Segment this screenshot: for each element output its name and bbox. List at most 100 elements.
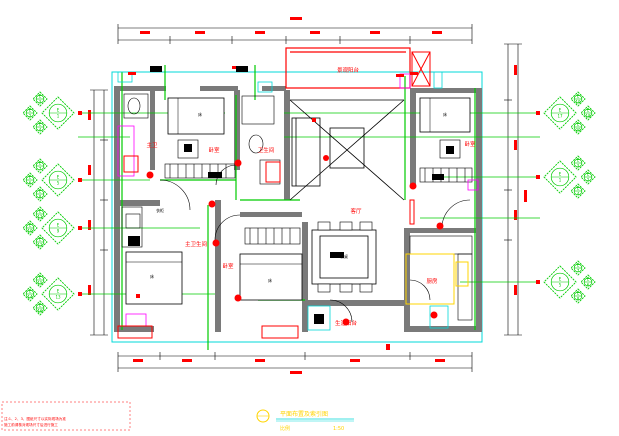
red-fixtures	[117, 51, 431, 339]
index-marker-number: 18	[585, 114, 591, 119]
index-marker-sub: E8	[570, 288, 586, 304]
index-marker-sub: E10	[22, 220, 38, 236]
right-dimension-labels	[514, 65, 527, 295]
scale-value: 1:50	[333, 426, 344, 432]
index-marker-sheet: E	[29, 175, 32, 180]
index-marker-sheet: E	[39, 189, 42, 194]
index-marker-sheet: E	[39, 161, 42, 166]
black-items	[128, 66, 454, 324]
label-balcony-top: 景观阳台	[337, 66, 360, 74]
index-marker-sub: E11	[32, 206, 48, 222]
tag-bed-bottom: 床	[150, 273, 154, 279]
index-marker-sub: E20	[570, 119, 586, 135]
index-marker-number: 10	[27, 229, 33, 234]
index-marker-sub: E6	[580, 274, 596, 290]
index-marker-sheet: E	[587, 277, 590, 282]
room-labels: 景观阳台 主卫 卧室 卫生间 卧室 客厅 主卫生间 卧室 厨房 生活阳台	[146, 66, 476, 327]
wardrobes	[121, 163, 473, 248]
index-marker-number: 17	[557, 114, 563, 119]
top-dimensions	[117, 24, 473, 44]
index-marker-number: 7	[577, 269, 580, 274]
index-marker-number: 6	[587, 283, 590, 288]
bottom-dimension-labels	[133, 359, 445, 374]
dining-chairs	[317, 221, 373, 293]
scale-label: 比例	[280, 425, 290, 432]
index-marker-tag	[536, 111, 540, 115]
index-marker-main: E9	[41, 211, 75, 245]
label-bath-mid: 卫生间	[258, 146, 275, 154]
index-marker-main: E1	[543, 160, 577, 194]
index-marker-sub: E16	[32, 300, 48, 316]
index-marker-sheet: E	[39, 237, 42, 242]
bed-bottom-mid	[239, 253, 303, 301]
index-marker-sub: E8	[32, 186, 48, 202]
index-marker-number: 5	[559, 283, 562, 288]
tag-wardrobe: 衣柜	[156, 207, 164, 213]
bed-pillows	[126, 98, 431, 265]
label-master-bath: 主卫生间	[185, 240, 207, 248]
index-marker-sheet: E	[587, 108, 590, 113]
bed-bottom-left	[125, 251, 183, 305]
index-marker-sheet: E	[57, 175, 60, 180]
index-marker-number: 9	[57, 229, 60, 234]
index-marker-number: 8	[577, 297, 580, 302]
index-marker-sheet: E	[57, 108, 60, 113]
index-marker-number: 13	[55, 295, 61, 300]
index-marker-number: 1	[559, 178, 562, 183]
label-bedroom-left: 卧室	[208, 146, 220, 154]
index-marker-number: 7	[39, 167, 42, 172]
right-dimensions	[504, 43, 522, 336]
beds	[125, 97, 471, 305]
index-marker-sheet: E	[29, 223, 32, 228]
index-marker-number: 15	[37, 281, 43, 286]
index-marker-sheet: E	[29, 108, 32, 113]
index-marker-sheet: E	[577, 186, 580, 191]
bed-top-left	[167, 97, 225, 135]
tag-bed-mid: 床	[268, 277, 272, 283]
index-marker-number: 5	[57, 181, 60, 186]
index-marker-sheet: E	[29, 289, 32, 294]
bed-top-right	[419, 97, 471, 133]
index-marker-sheet: E	[559, 108, 562, 113]
label-living: 客厅	[350, 207, 362, 215]
index-marker-main: E1	[41, 96, 75, 130]
tag-dining-table: 餐桌	[340, 253, 348, 259]
index-marker-number: 14	[27, 295, 33, 300]
index-marker-sub: E19	[570, 91, 586, 107]
furniture-labels: 床 床 床 床 衣柜 餐桌	[150, 111, 447, 283]
notes-box: 注:1、2、3、图纸尺寸以实际现场为准 施工前请核对现场尺寸后进行施工	[1, 401, 131, 431]
index-marker-sheet: E	[57, 289, 60, 294]
label-bedroom-bottom: 卧室	[222, 262, 234, 270]
index-marker-number: 16	[37, 309, 43, 314]
index-marker-sheet: E	[577, 94, 580, 99]
top-balcony	[285, 47, 411, 89]
index-marker-sheet: E	[559, 172, 562, 177]
index-marker-sheet: E	[559, 277, 562, 282]
index-marker-main: E17	[543, 96, 577, 130]
index-marker-number: 2	[29, 114, 32, 119]
label-kitchen: 厨房	[426, 277, 438, 285]
index-markers: E1E2E3E4E5E6E7E8E9E10E11E12E13E14E15E16E…	[22, 91, 596, 316]
index-marker-tag	[78, 111, 82, 115]
index-marker-sub: E2	[580, 169, 596, 185]
index-marker-number: 4	[577, 192, 580, 197]
bottom-dimensions	[117, 352, 473, 372]
index-marker-number: 12	[37, 243, 43, 248]
note-line-1: 注:1、2、3、图纸尺寸以实际现场为准	[4, 416, 66, 421]
kitchen	[409, 235, 473, 321]
index-marker-sub: E7	[32, 158, 48, 174]
index-marker-sub: E2	[22, 105, 38, 121]
index-marker-sheet: E	[587, 172, 590, 177]
index-marker-number: 8	[39, 195, 42, 200]
left-dimension-labels	[88, 110, 91, 295]
index-marker-number: 19	[575, 100, 581, 105]
tag-bed-right: 床	[443, 111, 447, 117]
index-marker-sheet: E	[39, 94, 42, 99]
index-marker-number: 6	[29, 181, 32, 186]
index-marker-sub: E3	[32, 91, 48, 107]
cyan-items	[117, 71, 449, 331]
index-marker-sheet: E	[39, 303, 42, 308]
index-marker-number: 3	[39, 100, 42, 105]
